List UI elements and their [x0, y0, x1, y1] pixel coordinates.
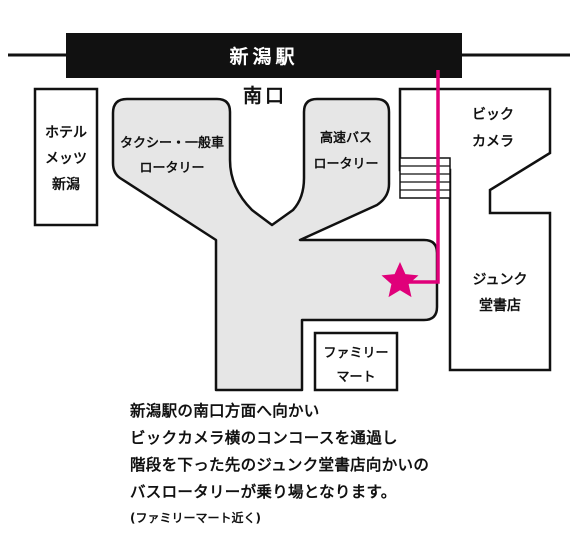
station-name: 新潟駅: [229, 45, 298, 68]
walking-route: [398, 70, 440, 284]
hotel-mets-building: [33, 87, 99, 227]
star-icon: [381, 262, 419, 298]
taxi-rotary-label-line2: ロータリー: [139, 161, 204, 176]
exit-label: 南口: [243, 85, 287, 107]
bic-camera-label-line2: カメラ: [472, 134, 514, 150]
hotel-label-line1: ホテル: [45, 125, 87, 141]
directions-text: 新潟駅の南口方面へ向かい ビックカメラ横のコンコースを通過し 階段を下った先のジ…: [130, 398, 570, 528]
bus-rotary-label-line1: 高速バス: [320, 130, 372, 146]
south-plaza: [111, 97, 439, 392]
directions-line: バスロータリーが乗り場となります。: [130, 483, 397, 501]
stairs-icon: [399, 157, 451, 199]
family-mart-label-line1: ファミリー: [323, 346, 388, 361]
station-building: [66, 33, 462, 78]
directions-line: ビックカメラ横のコンコースを通過し: [130, 429, 398, 447]
directions-line: 階段を下った先のジュンク堂書店向かいの: [130, 456, 430, 474]
family-mart-label-line2: マート: [336, 370, 375, 385]
hotel-label-line2: メッツ: [45, 151, 87, 167]
bic-camera-building: [398, 87, 552, 372]
hotel-label-line3: 新潟: [52, 176, 80, 193]
directions-line: 新潟駅の南口方面へ向かい: [130, 402, 320, 420]
bus-rotary-label-line2: ロータリー: [313, 157, 378, 172]
taxi-rotary-label-line1: タクシー・一般車: [120, 135, 224, 151]
junkudo-label-line1: ジュンク: [472, 272, 527, 288]
bic-camera-label-line1: ビック: [472, 107, 514, 123]
family-mart-building: [313, 331, 399, 392]
directions-note: (ファミリーマート近く): [130, 511, 261, 525]
junkudo-label-line2: 堂書店: [479, 297, 521, 314]
